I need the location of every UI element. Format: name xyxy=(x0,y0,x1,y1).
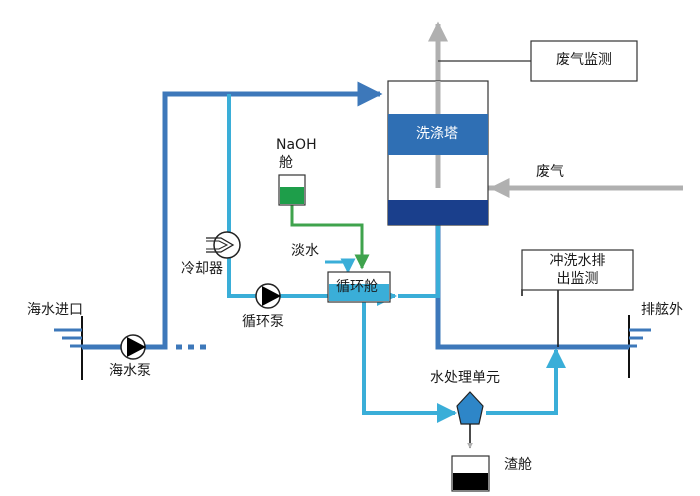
seawater-pump-icon xyxy=(120,334,146,360)
water-treatment-unit-icon xyxy=(456,391,484,449)
seawater-inlet-symbol xyxy=(54,316,83,380)
cooler-label: 冷却器 xyxy=(181,261,223,277)
circulation-tank-label: 循环舱 xyxy=(336,279,378,295)
scrubber-tower xyxy=(387,80,489,226)
naoh-tank-label: NaOH xyxy=(276,137,317,153)
naoh-tank xyxy=(278,174,306,206)
circulation-pump-label: 循环泵 xyxy=(242,314,284,330)
scrubber-tower-label: 洗涤塔 xyxy=(416,126,458,142)
sludge-tank xyxy=(451,455,490,492)
water-treatment-unit-label: 水处理单元 xyxy=(430,370,500,386)
naoh-tank-label-2: 舱 xyxy=(279,155,293,171)
overboard-outlet-symbol xyxy=(628,315,651,378)
overboard-label: 排舷外 xyxy=(641,302,683,318)
seawater-inlet-label: 海水进口 xyxy=(27,302,83,318)
sludge-tank-label: 渣舱 xyxy=(504,457,532,473)
exhaust-monitor-label: 废气监测 xyxy=(556,52,612,68)
exhaust-gas-label: 废气 xyxy=(536,164,564,180)
washwater-monitor-label-line1: 冲洗水排 xyxy=(549,253,606,269)
exhaust-monitor-box xyxy=(530,40,638,82)
washwater-monitor-label-line2: 出监测 xyxy=(556,271,599,287)
seawater-pump-label: 海水泵 xyxy=(109,363,151,379)
washwater-monitor-label: 冲洗水排 出监测 xyxy=(522,252,633,288)
cooler-icon xyxy=(206,231,241,259)
fresh-water-label: 淡水 xyxy=(291,243,319,259)
washwater-monitor-box xyxy=(521,249,634,291)
circulation-pump-icon xyxy=(255,283,281,309)
naoh-dosing-pipe xyxy=(290,205,370,274)
circulation-tank xyxy=(327,271,391,303)
